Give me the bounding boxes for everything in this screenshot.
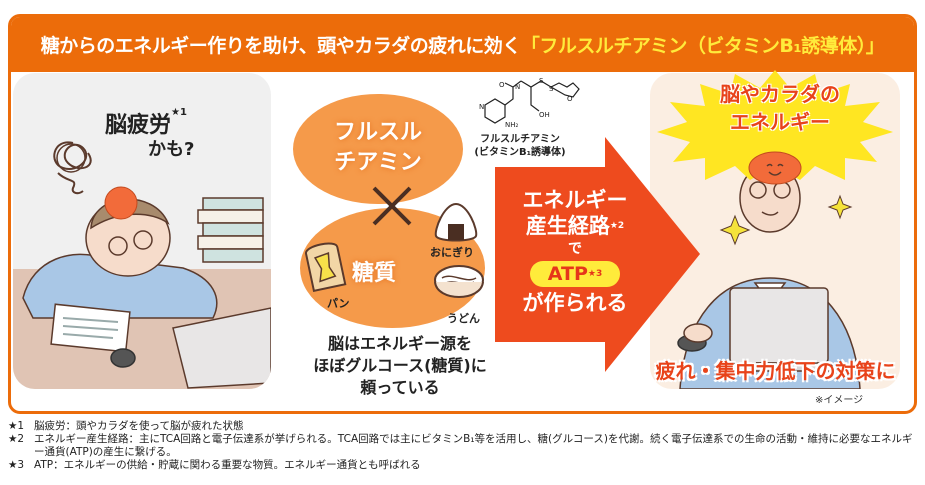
header-product-name: 「フルスルチアミン（ビタミンB₁誘導体）」 (520, 35, 885, 57)
molecule-caption: フルスルチアミン (ビタミンB₁誘導体) (474, 134, 566, 158)
brain-glucose-statement: 脳はエネルギー源を ほぼグルコース(糖質)に 頼っている (313, 334, 487, 397)
svg-text:O: O (499, 81, 505, 89)
udon-bowl-icon (434, 265, 484, 298)
laptop-icon (729, 287, 829, 364)
book-stack-icon (197, 197, 264, 263)
brain-fatigue-title: 脳疲労★1 (105, 107, 187, 138)
happy-brain-icon (748, 151, 802, 185)
energy-pathway-text: エネルギー 産生経路★2 で ATP★3 が作られる (522, 188, 628, 315)
image-disclaimer: ※イメージ (815, 395, 864, 406)
brain-fatigue-question: かも? (148, 139, 195, 160)
udon-label: うどん (447, 312, 480, 325)
svg-text:N: N (515, 83, 520, 91)
footnote-mark-2: ★2 (609, 221, 625, 231)
brain-fatigue-panel: 脳疲労★1 かも? (13, 73, 271, 389)
energetic-person-illustration (677, 168, 861, 389)
mouse-icon (110, 348, 136, 368)
footnote-mark-1: ★1 (171, 107, 187, 118)
svg-text:S: S (549, 85, 554, 93)
header-banner: 糖からのエネルギー作りを助け、頭やカラダの疲れに効く「フルスルチアミン（ビタミン… (11, 17, 914, 72)
bread-label: パン (327, 297, 350, 310)
header-title: 糖からのエネルギー作りを助け、頭やカラダの疲れに効く (40, 35, 522, 57)
tangled-thought-icon (53, 141, 92, 195)
svg-text:S: S (539, 77, 544, 85)
footnote-mark-3: ★3 (587, 269, 603, 279)
sparkle-icon (719, 214, 751, 246)
laptop-icon (172, 307, 271, 389)
svg-text:N: N (479, 103, 484, 111)
svg-text:NH₂: NH₂ (505, 121, 519, 129)
onigiri-rice-ball-icon (434, 202, 478, 242)
bread-toast-icon (305, 242, 347, 292)
svg-text:OH: OH (539, 111, 550, 119)
atp-badge: ATP★3 (529, 261, 621, 287)
energy-burst-shape (657, 70, 893, 180)
countermeasure-headline: 疲れ・集中力低下の対策に (655, 359, 896, 383)
process-arrow-shape (495, 137, 700, 372)
molecule-structure-icon: N O N S S OH NH₂ O (479, 77, 580, 129)
tired-person-illustration (22, 186, 271, 389)
onigiri-label: おにぎり (430, 246, 474, 259)
sparkle-icon (827, 194, 853, 220)
svg-text:O: O (567, 95, 573, 103)
fursultiamine-oval (293, 94, 463, 204)
carbohydrate-label: 糖質 (352, 261, 397, 286)
energy-title: 脳やカラダの エネルギー (720, 82, 840, 134)
multiply-cross-icon (372, 186, 412, 226)
fursultiamine-label: フルスル チアミン (333, 120, 422, 175)
